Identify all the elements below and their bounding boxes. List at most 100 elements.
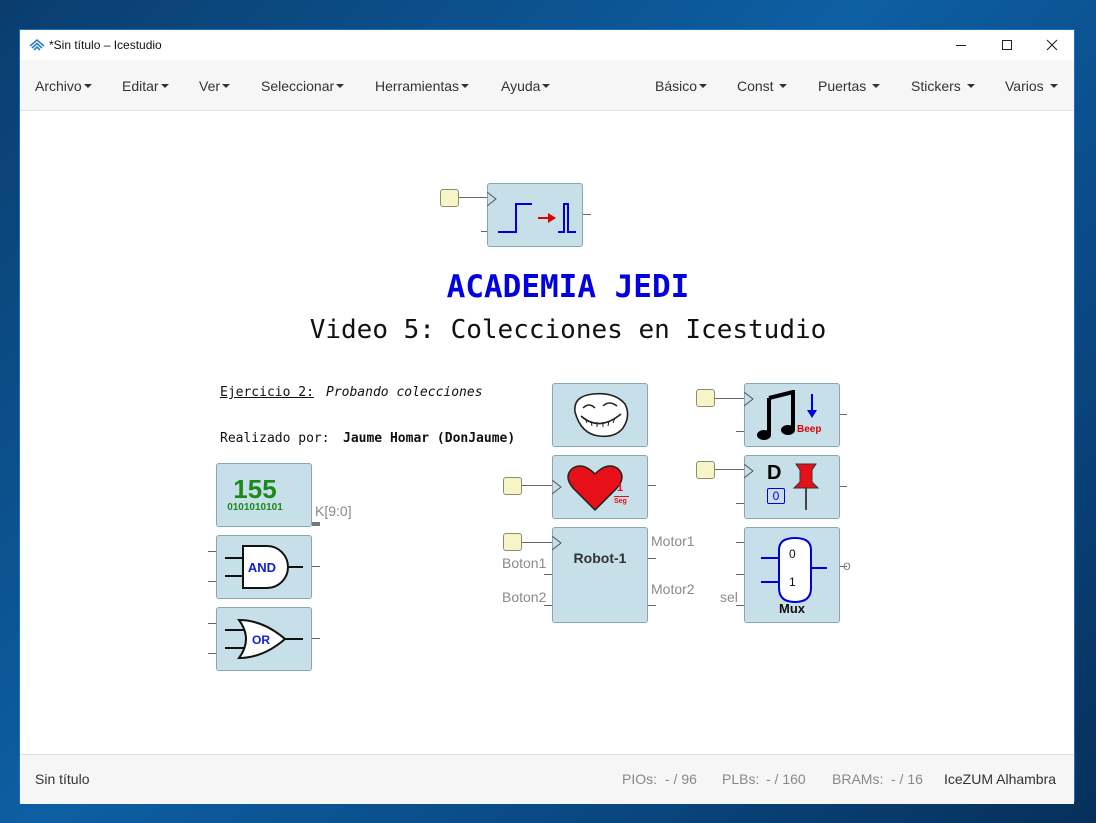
input-port[interactable] [696, 461, 715, 479]
menu-const-label: Const [737, 78, 774, 94]
status-board[interactable]: IceZUM Alhambra [944, 771, 1057, 787]
menu-const[interactable]: Const [737, 78, 788, 94]
caret-down-icon [83, 84, 92, 89]
input-port[interactable] [440, 189, 459, 207]
pin-stub [583, 214, 591, 215]
menu-herramientas[interactable]: Herramientas [375, 78, 470, 94]
robot-block[interactable]: Robot-1 [552, 527, 648, 623]
minimize-button[interactable] [938, 30, 984, 60]
menu-archivo-label: Archivo [35, 78, 82, 94]
mux-icon: 0 1 [761, 536, 827, 604]
robot-input-label: Boton1 [502, 555, 547, 571]
wire [459, 197, 487, 198]
caret-down-icon [779, 84, 788, 89]
status-filename: Sin título [35, 771, 90, 787]
exercise-label: Ejercicio 2: [220, 385, 314, 400]
clock-input-icon [744, 392, 754, 406]
author-label: Realizado por: [220, 431, 330, 446]
and-gate-icon: AND [225, 545, 303, 589]
menu-ver[interactable]: Ver [199, 78, 231, 94]
menu-varios-label: Varios [1005, 78, 1044, 94]
author-name: Jaume Homar (DonJaume) [343, 431, 516, 446]
design-canvas[interactable]: ACADEMIA JEDI Video 5: Colecciones en Ic… [20, 111, 1074, 754]
beep-label: Beep [797, 424, 822, 435]
bus-pin [312, 522, 320, 526]
constant-block[interactable]: 155 0101010101 [216, 463, 312, 527]
pin-stub [208, 623, 216, 624]
clock-input-icon [552, 536, 562, 550]
app-window: *Sin título – Icestudio Archivo Editar V… [19, 29, 1075, 804]
input-port[interactable] [696, 389, 715, 407]
menu-editar[interactable]: Editar [122, 78, 169, 94]
mux-sel-label: sel [720, 589, 738, 605]
input-port[interactable] [503, 533, 522, 551]
fraction-bar [614, 496, 629, 497]
wire [715, 469, 744, 470]
pin-stub [648, 605, 656, 606]
caret-down-icon [461, 84, 470, 89]
troll-face-sticker[interactable] [552, 383, 648, 447]
menu-ver-label: Ver [199, 78, 221, 94]
pin-stub [208, 551, 216, 552]
menu-ayuda-label: Ayuda [501, 78, 541, 94]
troll-face-icon [574, 392, 629, 438]
beep-block[interactable]: Beep [744, 383, 840, 447]
or-gate-block[interactable]: OR [216, 607, 312, 671]
robot-input-label: Boton2 [502, 589, 547, 605]
status-plbs-value: - / 160 [766, 771, 806, 787]
caret-down-icon [699, 84, 708, 89]
caret-down-icon [222, 84, 231, 89]
pushpin-icon [792, 463, 820, 510]
menu-stickers-label: Stickers [911, 78, 961, 94]
wire [522, 542, 552, 543]
clock-input-icon [487, 192, 497, 206]
pin-stub [208, 653, 216, 654]
menu-stickers[interactable]: Stickers [911, 78, 975, 94]
dff-block[interactable]: D 0 [744, 455, 840, 519]
and-gate-label: AND [248, 560, 276, 575]
pin-stub [312, 566, 320, 567]
icestudio-logo-icon [29, 38, 45, 51]
maximize-icon [1002, 40, 1012, 50]
menu-editar-label: Editar [122, 78, 159, 94]
menu-puertas[interactable]: Puertas [818, 78, 881, 94]
menu-seleccionar[interactable]: Seleccionar [261, 78, 345, 94]
music-note-icon [757, 390, 817, 440]
pin-stub [481, 231, 487, 232]
menu-basico[interactable]: Básico [655, 78, 708, 94]
status-bar: Sin título PIOs: - / 96 PLBs: - / 160 BR… [20, 754, 1074, 804]
mux-in0-label: 0 [789, 547, 796, 561]
pin-stub [648, 485, 656, 486]
and-gate-block[interactable]: AND [216, 535, 312, 599]
caret-down-icon [336, 84, 345, 89]
menu-ayuda[interactable]: Ayuda [501, 78, 551, 94]
pin-stub [839, 486, 847, 487]
maximize-button[interactable] [984, 30, 1030, 60]
heart-blink-block[interactable]: 1 Seg [552, 455, 648, 519]
menu-herramientas-label: Herramientas [375, 78, 460, 94]
edge-detector-block[interactable] [487, 183, 583, 247]
menu-puertas-label: Puertas [818, 78, 867, 94]
constant-port-label: K[9:0] [315, 503, 352, 519]
robot-name: Robot-1 [573, 550, 627, 566]
caret-down-icon [966, 84, 975, 89]
edge-pulse-icon [498, 203, 576, 233]
pin-stub [312, 638, 320, 639]
constant-binary: 0101010101 [227, 502, 283, 513]
mux-name: Mux [779, 601, 805, 616]
minimize-icon [956, 45, 966, 46]
canvas-title: ACADEMIA JEDI [446, 269, 690, 305]
robot-output-label: Motor2 [651, 581, 695, 597]
pin-stub [544, 605, 552, 606]
menu-varios[interactable]: Varios [1005, 78, 1058, 94]
menu-seleccionar-label: Seleccionar [261, 78, 335, 94]
heart-rate: 1 [617, 482, 624, 494]
pin-stub [736, 542, 744, 543]
mux-block[interactable]: 0 1 Mux [744, 527, 840, 623]
status-brams-label: BRAMs: [832, 771, 884, 787]
menu-bar: Archivo Editar Ver Seleccionar Herramien… [20, 60, 1074, 111]
close-button[interactable] [1029, 30, 1075, 60]
exercise-description: Probando colecciones [326, 385, 483, 400]
input-port[interactable] [503, 477, 522, 495]
menu-archivo[interactable]: Archivo [35, 78, 92, 94]
